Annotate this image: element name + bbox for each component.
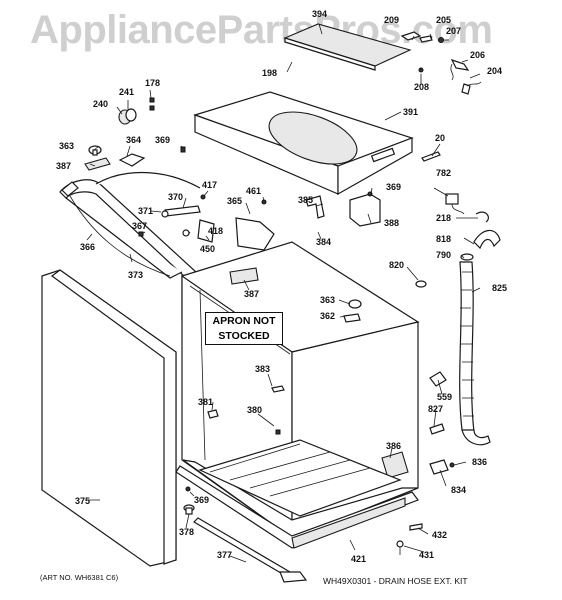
callout-373: 373 [128, 270, 143, 280]
callout-381: 381 [198, 397, 213, 407]
callout-198: 198 [262, 68, 277, 78]
base-frame [175, 439, 419, 549]
top-cover [193, 91, 414, 196]
callout-834: 834 [451, 485, 466, 495]
callout-461: 461 [246, 186, 261, 196]
callout-205: 205 [436, 15, 451, 25]
callout-208: 208 [414, 82, 429, 92]
callout-366: 366 [80, 242, 95, 252]
drain-parts [429, 371, 455, 475]
callout-365: 365 [227, 196, 242, 206]
lid-panel [283, 23, 412, 71]
base-pan-421 [291, 497, 406, 549]
notice-line-2: STOCKED [218, 330, 270, 342]
callout-367: 367 [132, 221, 147, 231]
corner-brace-386 [381, 451, 409, 479]
callout-385: 385 [298, 195, 313, 205]
cabinet-hardware [207, 385, 285, 435]
callout-559: 559 [437, 392, 452, 402]
callout-388: 388 [384, 218, 399, 228]
callout-218: 218 [436, 213, 451, 223]
callout-377: 377 [217, 550, 232, 560]
pad-top [84, 157, 111, 171]
callout-820: 820 [389, 260, 404, 270]
callout-383: 383 [255, 364, 270, 374]
callout-387a: 387 [56, 161, 71, 171]
callout-825: 825 [492, 283, 507, 293]
callout-369a: 369 [155, 135, 170, 145]
callout-240: 240 [93, 99, 108, 109]
apron-not-stocked-notice: APRON NOT STOCKED [205, 312, 283, 345]
notice-line-1: APRON NOT [212, 315, 276, 327]
callout-387b: 387 [244, 289, 259, 299]
pressure-switch [349, 191, 381, 227]
callout-206: 206 [470, 50, 485, 60]
callout-364: 364 [126, 135, 141, 145]
control-knobs [118, 97, 155, 125]
callout-380: 380 [247, 405, 262, 415]
leveling-parts [183, 486, 195, 515]
watermark: AppliancePartsPros.com [30, 8, 493, 52]
art-number: (ART NO. WH6381 C6) [40, 573, 119, 582]
callout-378: 378 [179, 527, 194, 537]
callout-209: 209 [384, 15, 399, 25]
callout-432: 432 [432, 530, 447, 540]
callout-369c: 369 [194, 495, 209, 505]
callout-418: 418 [208, 226, 223, 236]
callout-790: 790 [436, 250, 451, 260]
callout-391: 391 [403, 107, 418, 117]
callout-363a: 363 [59, 141, 74, 151]
grommet-820 [415, 280, 427, 288]
callout-421: 421 [351, 554, 366, 564]
front-apron-panel [41, 269, 177, 567]
callout-371: 371 [138, 206, 153, 216]
leveling-rod-377 [193, 517, 308, 583]
callout-450: 450 [200, 244, 215, 254]
callout-836: 836 [472, 457, 487, 467]
callout-386: 386 [386, 441, 401, 451]
callout-818: 818 [436, 234, 451, 244]
drain-hose [459, 229, 501, 446]
mounting-bracket-top [118, 146, 186, 167]
clip-385 [305, 195, 325, 219]
callout-375: 375 [75, 496, 90, 506]
callout-417: 417 [202, 180, 217, 190]
callout-204: 204 [487, 66, 502, 76]
callout-394: 394 [312, 9, 327, 19]
callout-241: 241 [119, 87, 134, 97]
harness-782 [445, 193, 489, 223]
base-hardware [396, 523, 423, 555]
drain-hose-kit-note: WH49X0301 - DRAIN HOSE EXT. KIT [323, 576, 468, 586]
callout-369b: 369 [386, 182, 401, 192]
callout-178: 178 [145, 78, 160, 88]
callout-827: 827 [428, 404, 443, 414]
callout-207: 207 [446, 26, 461, 36]
callout-363b: 363 [320, 295, 335, 305]
fuse-20 [421, 151, 441, 162]
small-knob-top [88, 145, 102, 156]
cross-brace-frame [59, 172, 201, 279]
corner-brackets [197, 199, 275, 251]
callout-20: 20 [435, 133, 445, 143]
callout-362: 362 [320, 311, 335, 321]
callout-leaders [86, 23, 481, 563]
callout-384: 384 [316, 237, 331, 247]
callout-782: 782 [436, 168, 451, 178]
callout-370: 370 [168, 192, 183, 202]
callout-431: 431 [419, 550, 434, 560]
